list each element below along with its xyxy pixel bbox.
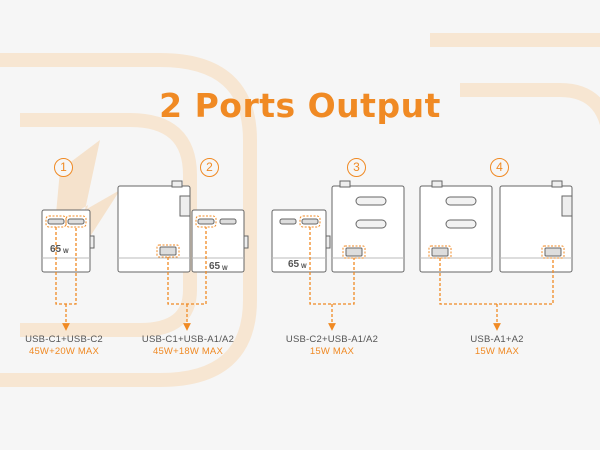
config-number-badge: 2 bbox=[200, 158, 219, 177]
charger-back-view-3 bbox=[331, 180, 405, 273]
config-number-badge: 1 bbox=[54, 158, 73, 177]
power-output: 45W+20W MAX bbox=[28, 346, 100, 357]
charger-front-view-3 bbox=[271, 209, 331, 273]
charger-side-view-2 bbox=[117, 180, 191, 273]
port-combination: USB-C1+USB-C2 bbox=[25, 334, 103, 345]
charger-back-view-4 bbox=[419, 180, 493, 273]
charger-front-view-1 bbox=[41, 209, 95, 273]
power-output: 45W+18W MAX bbox=[152, 346, 224, 357]
power-output: 15W MAX bbox=[309, 346, 355, 357]
config-output-label: USB-C2+USB-A1/A2 15W MAX bbox=[252, 334, 412, 357]
wattage-unit-3: W bbox=[301, 264, 307, 270]
config-output-label: USB-A1+A2 15W MAX bbox=[417, 334, 577, 357]
charger-side-view-4 bbox=[499, 180, 573, 273]
config-number-badge: 4 bbox=[490, 158, 509, 177]
power-output: 15W MAX bbox=[474, 346, 520, 357]
port-combination: USB-C1+USB-A1/A2 bbox=[141, 334, 235, 345]
port-combination: USB-C2+USB-A1/A2 bbox=[285, 334, 379, 345]
wattage-mark-3: 65 bbox=[288, 259, 300, 270]
wattage-mark-2: 65 bbox=[209, 261, 221, 272]
wattage-unit-2: W bbox=[222, 266, 228, 272]
config-output-label: USB-C1+USB-C2 45W+20W MAX bbox=[0, 334, 144, 357]
page-title: 2 Ports Output bbox=[159, 86, 441, 125]
charger-front-view-2 bbox=[191, 209, 249, 273]
wattage-unit-1: W bbox=[63, 249, 69, 255]
config-output-label: USB-C1+USB-A1/A2 45W+18W MAX bbox=[108, 334, 268, 357]
port-connector-lines bbox=[55, 227, 554, 331]
config-number-badge: 3 bbox=[347, 158, 366, 177]
port-combination: USB-A1+A2 bbox=[470, 334, 524, 345]
